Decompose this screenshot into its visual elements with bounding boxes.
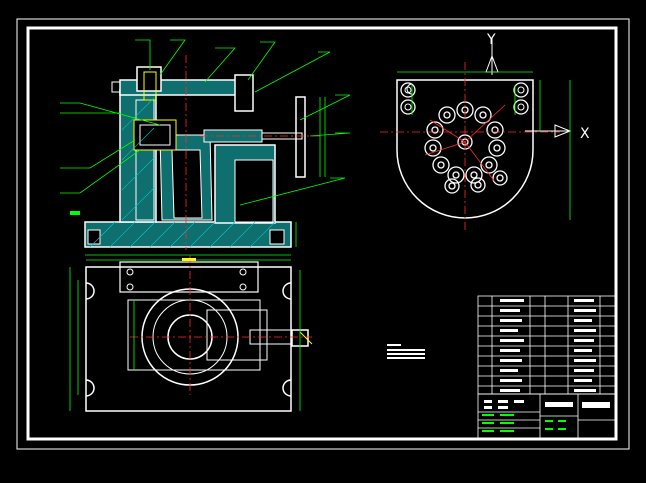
index-hole-ring (424, 101, 508, 194)
plate-dimension-lines (397, 71, 571, 220)
top-marker (182, 258, 196, 261)
parts-list-entries (500, 299, 596, 392)
front-leader-lines (60, 39, 351, 256)
front-marker (70, 211, 80, 215)
title-block-entries (484, 400, 610, 409)
hatch-pattern (89, 97, 276, 248)
front-section-view (84, 55, 320, 250)
title-block (477, 393, 617, 439)
sheet-frame (16, 18, 630, 450)
top-dimension-lines (69, 259, 301, 411)
dividing-plate-view (380, 38, 572, 230)
technical-notes (387, 344, 425, 359)
axis-x-label: X (580, 126, 590, 142)
axis-y-label: Y (486, 32, 496, 48)
title-block-signatures (482, 414, 566, 432)
